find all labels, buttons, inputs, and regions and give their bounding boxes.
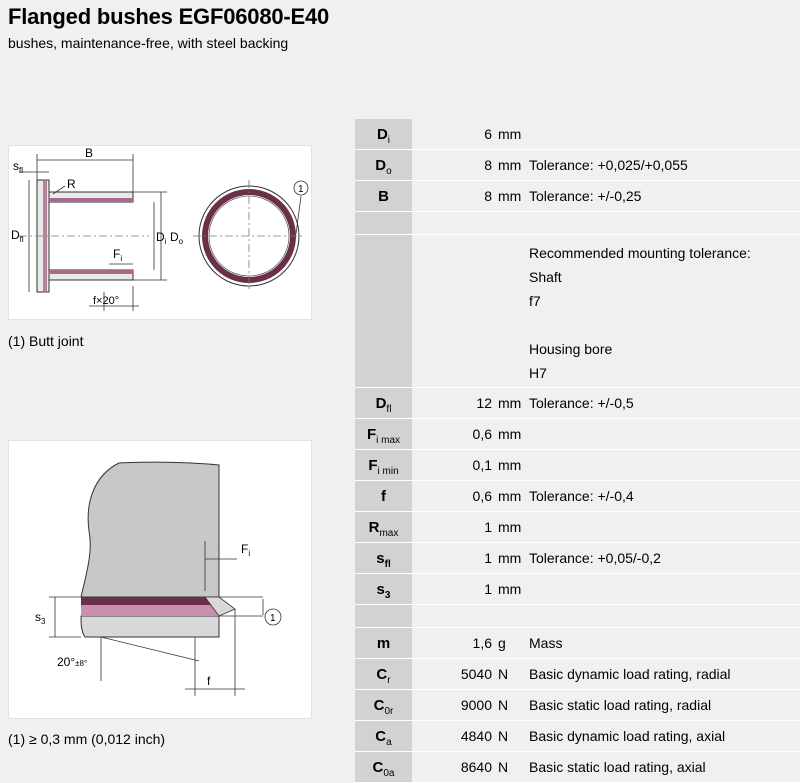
marker-1: 1 [298, 184, 304, 195]
description-cell: Basic static load rating, radial [524, 689, 800, 721]
mounting-tolerance-row: Recommended mounting tolerance: Shaft f7… [355, 234, 800, 388]
label-s-fl: sfl [13, 159, 23, 175]
symbol-cell: Do [355, 149, 412, 181]
description-cell [524, 418, 800, 450]
symbol-cell: sfl [355, 542, 412, 574]
dimension-drawing: B sfl R Dfl Fi Di Do f×20° 1 [8, 145, 312, 320]
description-cell: Tolerance: +0,05/-0,2 [524, 542, 800, 574]
symbol-cell: Cr [355, 658, 412, 690]
label-chamfer: f×20° [93, 295, 119, 307]
table-spacer [355, 604, 800, 628]
label-angle: 20°±8° [57, 655, 87, 669]
label-s3: s3 [35, 610, 46, 626]
bush-front-view: 1 [193, 180, 309, 292]
label-d-i: Di [156, 230, 167, 246]
symbol-cell: f [355, 480, 412, 512]
description-cell: Basic dynamic load rating, axial [524, 720, 800, 752]
label-d-o: Do [170, 230, 184, 246]
description-cell: Tolerance: +/-0,5 [524, 387, 800, 419]
housing-section [80, 461, 263, 638]
description-cell [524, 511, 800, 543]
label-f-i-detail: Fi [241, 542, 250, 558]
description-cell: Tolerance: +0,025/+0,055 [524, 149, 800, 181]
symbol-cell: m [355, 627, 412, 659]
symbol-cell: Fi min [355, 449, 412, 481]
symbol-cell: C0a [355, 751, 412, 783]
detail-dimension-lines [49, 541, 264, 696]
symbol-cell: s3 [355, 573, 412, 605]
symbol-cell: Rmax [355, 511, 412, 543]
description-cell [524, 449, 800, 481]
mounting-tolerance-text: Recommended mounting tolerance: Shaft f7… [524, 234, 800, 388]
description-cell: Tolerance: +/-0,4 [524, 480, 800, 512]
mounting-detail-svg: Fi s3 20°±8° f 1 [35, 461, 282, 696]
marker-1-detail: 1 [270, 613, 276, 624]
table-spacer [355, 211, 800, 235]
bush-section [19, 179, 149, 293]
dimension-lines [19, 154, 167, 311]
label-d-fl: Dfl [11, 228, 24, 244]
figure2-caption: (1) ≥ 0,3 mm (0,012 inch) [8, 731, 166, 747]
symbol-cell: Fi max [355, 418, 412, 450]
symbol-cell [355, 234, 412, 388]
value-cell [412, 234, 524, 388]
label-b: B [85, 146, 93, 160]
description-cell [524, 573, 800, 605]
symbol-cell: Di [355, 119, 412, 150]
symbol-cell: Ca [355, 720, 412, 752]
dimension-drawing-svg: B sfl R Dfl Fi Di Do f×20° 1 [11, 146, 309, 311]
description-cell: Basic static load rating, axial [524, 751, 800, 783]
description-cell: Mass [524, 627, 800, 659]
label-f-detail: f [207, 674, 211, 688]
page-subtitle: bushes, maintenance-free, with steel bac… [8, 35, 289, 51]
description-cell: Tolerance: +/-0,25 [524, 180, 800, 212]
symbol-cell: C0r [355, 689, 412, 721]
symbol-cell: B [355, 180, 412, 212]
description-cell [524, 119, 800, 150]
page-title: Flanged bushes EGF06080-E40 [8, 4, 330, 29]
symbol-cell: Dfl [355, 387, 412, 419]
figure1-caption: (1) Butt joint [8, 333, 84, 349]
mounting-detail-drawing: Fi s3 20°±8° f 1 [8, 440, 312, 719]
marker-1-circle [264, 608, 282, 626]
description-cell: Basic dynamic load rating, radial [524, 658, 800, 690]
label-f-i: Fi [113, 247, 122, 263]
label-r: R [67, 177, 76, 191]
